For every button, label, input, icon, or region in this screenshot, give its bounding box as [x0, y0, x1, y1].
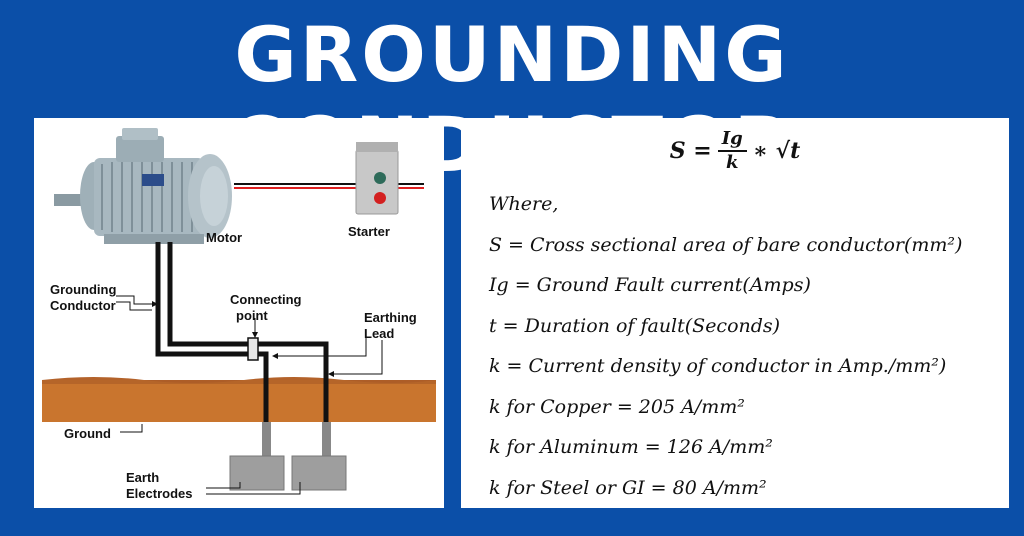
starter-icon	[355, 142, 399, 215]
diagram-panel: Motor Starter Grounding Conductor Connec…	[34, 118, 444, 508]
formula-panel: S = Ig k ∗ √t Where, S = Cross sectional…	[461, 118, 1009, 508]
earthing-lead-label-line1: Earthing	[364, 310, 417, 325]
grounding-conductor-label-line2: Conductor	[50, 298, 116, 313]
definition-copper: k for Copper = 205 A/mm²	[489, 395, 745, 418]
earth-electrodes-label-line2: Electrodes	[126, 486, 192, 501]
earthing-lead-wire	[258, 341, 329, 458]
earthing-lead-label-line2: Lead	[364, 326, 394, 341]
definition-k: k = Current density of conductor in Amp.…	[489, 355, 947, 377]
grounding-conductor-wire	[155, 242, 252, 357]
definition-steel: k for Steel or GI = 80 A/mm²	[489, 476, 767, 499]
grounding-conductor-label-line1: Grounding	[50, 282, 116, 297]
formula-rhs: ∗ √t	[752, 138, 801, 164]
earth-electrodes-label-line1: Earth	[126, 470, 159, 485]
definition-ig: Ig = Ground Fault current(Amps)	[489, 274, 811, 296]
definition-s: S = Cross sectional area of bare conduct…	[489, 233, 963, 256]
definitions-list: Where, S = Cross sectional area of bare …	[489, 184, 1001, 508]
formula-fraction: Ig k	[717, 128, 747, 174]
connecting-point-label-line1: Connecting	[230, 292, 302, 307]
formula-numerator: Ig	[717, 128, 747, 152]
ground-soil	[42, 380, 436, 422]
motor-label: Motor	[206, 230, 242, 245]
definition-aluminum: k for Aluminum = 126 A/mm²	[489, 436, 773, 458]
page-title: GROUNDING CONDUCTOR	[229, 10, 793, 189]
starter-label: Starter	[348, 224, 390, 239]
formula: S = Ig k ∗ √t	[461, 124, 1009, 178]
connecting-point	[247, 337, 259, 361]
definition-t: t = Duration of fault(Seconds)	[489, 314, 781, 337]
earth-electrode-2	[291, 422, 347, 491]
formula-denominator: k	[726, 152, 739, 173]
formula-lhs: S =	[669, 138, 712, 164]
earth-electrode-1	[229, 422, 285, 491]
definition-where: Where,	[489, 193, 559, 215]
ground-label: Ground	[64, 426, 111, 441]
connecting-point-label-line2: point	[236, 308, 268, 323]
motor-icon	[54, 128, 232, 244]
grounding-diagram: Motor Starter Grounding Conductor Connec…	[42, 128, 436, 501]
